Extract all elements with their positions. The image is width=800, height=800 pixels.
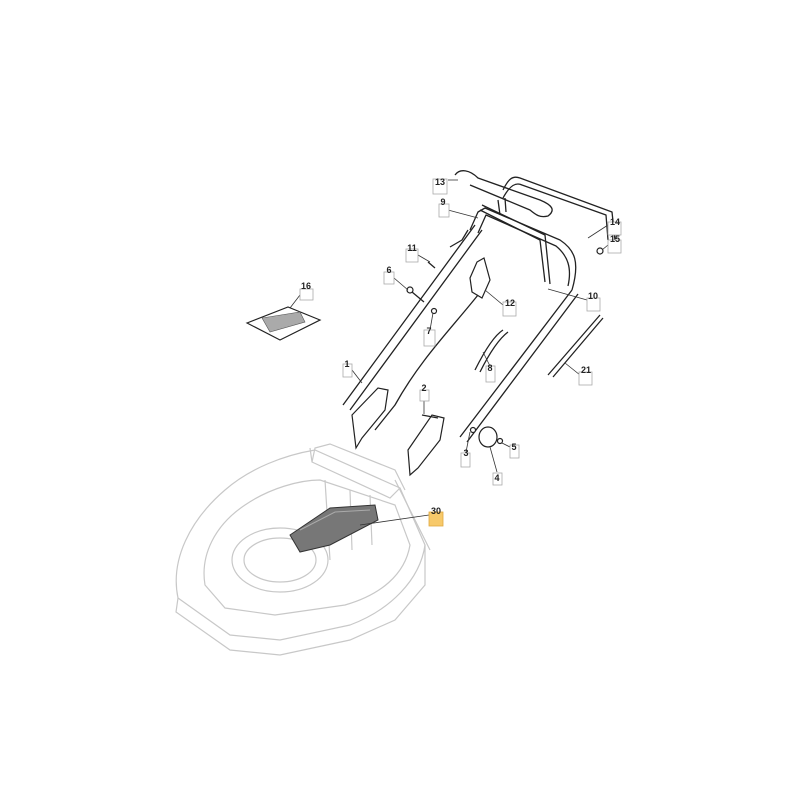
callout-30[interactable]: 30 bbox=[428, 506, 444, 527]
callout-21[interactable]: 21 bbox=[578, 365, 593, 386]
part-30-deflector bbox=[289, 504, 379, 553]
callout-13[interactable]: 13 bbox=[432, 177, 448, 195]
callout-1[interactable]: 1 bbox=[342, 359, 353, 378]
svg-text:10: 10 bbox=[588, 291, 598, 301]
callout-5[interactable]: 5 bbox=[509, 442, 520, 459]
callout-8[interactable]: 8 bbox=[485, 363, 496, 383]
handle-assembly bbox=[245, 170, 616, 477]
callout-7[interactable]: 7 bbox=[423, 326, 436, 347]
svg-text:1: 1 bbox=[344, 359, 349, 369]
svg-text:9: 9 bbox=[440, 197, 445, 207]
svg-text:16: 16 bbox=[301, 281, 311, 291]
svg-text:6: 6 bbox=[386, 265, 391, 275]
svg-text:4: 4 bbox=[494, 473, 499, 483]
svg-text:8: 8 bbox=[487, 363, 492, 373]
callout-11[interactable]: 11 bbox=[405, 243, 419, 263]
svg-text:2: 2 bbox=[421, 383, 426, 393]
callout-14[interactable]: 14 bbox=[607, 217, 622, 236]
callout-15[interactable]: 15 bbox=[607, 234, 622, 254]
callout-16[interactable]: 16 bbox=[299, 281, 314, 301]
svg-text:12: 12 bbox=[505, 298, 515, 308]
callout-12[interactable]: 12 bbox=[502, 298, 517, 317]
svg-text:3: 3 bbox=[463, 448, 468, 458]
callout-10[interactable]: 10 bbox=[586, 291, 601, 312]
svg-text:30: 30 bbox=[431, 506, 441, 516]
svg-text:14: 14 bbox=[610, 217, 620, 227]
svg-text:7: 7 bbox=[426, 326, 431, 336]
callout-6[interactable]: 6 bbox=[383, 265, 395, 285]
svg-text:15: 15 bbox=[610, 234, 620, 244]
callout-4[interactable]: 4 bbox=[492, 472, 503, 486]
callout-9[interactable]: 9 bbox=[438, 197, 450, 218]
svg-text:11: 11 bbox=[407, 243, 417, 253]
svg-text:21: 21 bbox=[581, 365, 591, 375]
callout-2[interactable]: 2 bbox=[419, 383, 430, 402]
callout-3[interactable]: 3 bbox=[460, 448, 471, 468]
svg-text:13: 13 bbox=[435, 177, 445, 187]
leader-lines bbox=[289, 179, 609, 526]
svg-text:5: 5 bbox=[511, 442, 516, 452]
